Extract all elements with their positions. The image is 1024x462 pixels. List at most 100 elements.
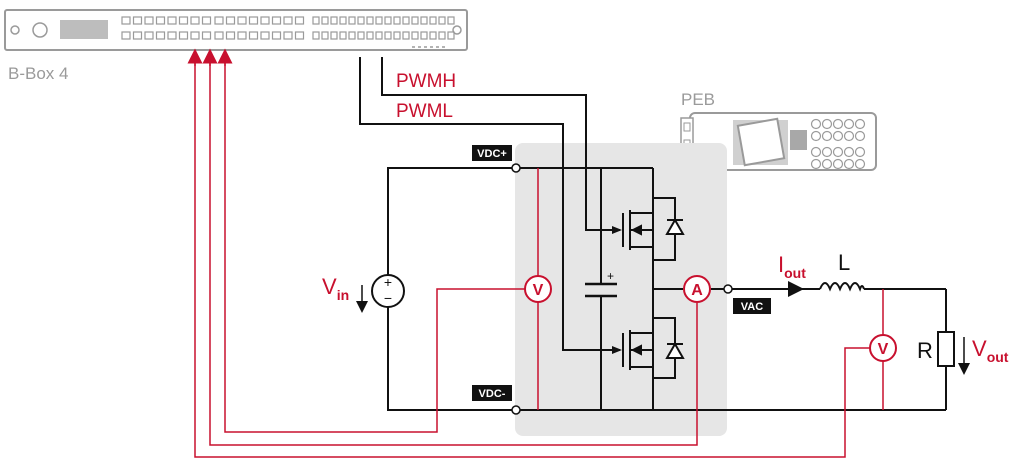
port-icon xyxy=(294,16,305,25)
pwml-label: PWML xyxy=(396,101,453,122)
connector-hole xyxy=(821,158,833,170)
port-icon xyxy=(402,16,410,25)
vin-label: Vin xyxy=(322,274,349,303)
port-icon xyxy=(260,31,270,40)
port-icon xyxy=(438,16,446,25)
connector-holes xyxy=(810,118,866,170)
svg-text:Iout: Iout xyxy=(778,252,806,281)
port-icon xyxy=(132,16,143,25)
connector-hole xyxy=(832,146,844,158)
port-icon xyxy=(411,16,419,25)
svg-text:VDC+: VDC+ xyxy=(477,148,507,160)
connector-hole xyxy=(854,118,866,130)
port-icon xyxy=(339,16,347,25)
port-icon xyxy=(283,31,293,40)
dc-source-icon: + − xyxy=(371,274,405,308)
svg-text:+: + xyxy=(607,269,614,283)
port-icon xyxy=(167,31,177,40)
port-icon xyxy=(420,16,428,25)
inductor-icon xyxy=(800,282,865,292)
port-icon xyxy=(214,31,224,40)
port-icon xyxy=(330,31,338,40)
port-icon xyxy=(447,16,455,25)
power-chip-icon xyxy=(736,117,786,167)
port-icon xyxy=(248,16,259,25)
port-icon xyxy=(178,31,189,40)
port-icon xyxy=(190,16,200,25)
port-icon xyxy=(271,31,282,40)
port-icon xyxy=(357,16,365,25)
port-icon xyxy=(201,16,212,25)
dc-link-capacitor-icon: + xyxy=(585,269,617,298)
port-icon xyxy=(144,16,154,25)
port-icon xyxy=(283,16,293,25)
port-icon xyxy=(429,16,437,25)
port-icon xyxy=(312,16,320,25)
port-icon xyxy=(339,31,347,40)
svg-text:V: V xyxy=(878,341,889,358)
port-icon xyxy=(366,16,374,25)
port-icon xyxy=(321,16,329,25)
connector-hole xyxy=(821,130,833,142)
port-icon xyxy=(384,16,392,25)
port-icon xyxy=(384,31,392,40)
dc-voltmeter-icon: V xyxy=(524,275,552,303)
port-icon xyxy=(348,31,356,40)
port-icon xyxy=(248,31,259,40)
port-icon xyxy=(155,31,166,40)
port-icon xyxy=(330,16,338,25)
connector-hole xyxy=(810,158,822,170)
lower-mosfet-icon xyxy=(622,318,685,378)
resistor-icon xyxy=(937,331,955,367)
port-icon xyxy=(260,16,270,25)
vdc-plus-terminal xyxy=(511,163,521,173)
svg-text:V: V xyxy=(533,282,544,299)
display-screen xyxy=(60,20,108,39)
port-icon xyxy=(312,31,320,40)
port-icon xyxy=(348,16,356,25)
gate-arrow-icon xyxy=(612,226,622,234)
svg-text:Vout: Vout xyxy=(972,336,1009,365)
gate-arrow-icon xyxy=(612,346,622,354)
vac-terminal xyxy=(723,284,733,294)
port-icon xyxy=(144,31,154,40)
port-icon xyxy=(132,31,143,40)
port-icon xyxy=(121,31,131,40)
vdc-plus-tag: VDC+ xyxy=(472,145,512,161)
port-icon xyxy=(321,31,329,40)
output-voltmeter-icon: V xyxy=(869,334,897,362)
resistor-label: R xyxy=(917,338,933,363)
port-icon xyxy=(402,31,410,40)
svg-text:VAC: VAC xyxy=(741,301,763,313)
port-icon xyxy=(411,31,419,40)
port-icon xyxy=(214,16,224,25)
port-array xyxy=(121,16,455,48)
svg-text:VDC-: VDC- xyxy=(479,388,506,400)
port-icon xyxy=(447,31,455,40)
port-icon xyxy=(393,31,401,40)
port-icon xyxy=(375,31,383,40)
connector-hole xyxy=(810,130,822,142)
connector-hole xyxy=(854,158,866,170)
connector-hole xyxy=(832,130,844,142)
connector-hole xyxy=(832,158,844,170)
connector-hole xyxy=(810,146,822,158)
inductor-label: L xyxy=(838,250,850,275)
pwm-wiring xyxy=(359,57,620,351)
svg-text:−: − xyxy=(384,290,392,306)
port-icon xyxy=(294,31,305,40)
port-icon xyxy=(438,31,446,40)
svg-text:+: + xyxy=(384,274,392,290)
vdc-minus-terminal xyxy=(511,405,521,415)
peb-module: PEB xyxy=(680,90,877,171)
connector-hole xyxy=(843,118,855,130)
vdc-minus-tag: VDC- xyxy=(472,385,512,401)
svg-text:A: A xyxy=(691,282,703,299)
vout-label: Vout xyxy=(972,336,1009,365)
port-icon xyxy=(190,31,200,40)
connector-hole xyxy=(854,130,866,142)
upper-mosfet-icon xyxy=(622,198,685,260)
port-icon xyxy=(178,16,189,25)
peb-label: PEB xyxy=(681,90,715,109)
ammeter-icon: A xyxy=(683,275,711,303)
